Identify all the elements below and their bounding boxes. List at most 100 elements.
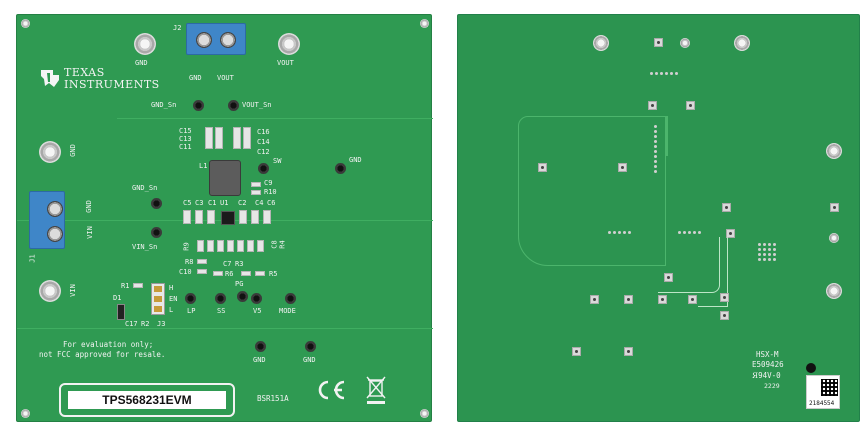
via-array [758, 243, 776, 261]
board-revision: BSR151A [257, 394, 289, 403]
net-label: GND [68, 144, 77, 157]
inductor-l1 [209, 160, 241, 196]
weee-bin-icon [366, 376, 386, 404]
sense-trace [698, 237, 728, 307]
ref-label: C7 [223, 260, 232, 268]
terminal-block-j1 [29, 191, 65, 249]
through-hole [829, 233, 839, 243]
ref-label: C3 [195, 199, 204, 207]
data-matrix-icon [821, 379, 838, 396]
resistor [257, 240, 264, 252]
capacitor [195, 210, 203, 224]
net-label: GND_Sn [151, 101, 177, 109]
resistor [217, 240, 224, 252]
via-pad [658, 295, 667, 304]
via-pad [688, 295, 697, 304]
test-point-vout-sn [228, 100, 239, 111]
ref-label: C5 [183, 199, 192, 207]
screw-icon [196, 32, 212, 48]
test-point-gnd-sn [151, 198, 162, 209]
ref-label: C2 [238, 199, 247, 207]
net-label: PG [235, 280, 244, 288]
terminal-block-j2 [186, 23, 246, 55]
serial-label: 2184554 [806, 375, 840, 409]
test-point-ss [215, 293, 226, 304]
ref-label: L1 [199, 162, 208, 170]
via-pad [664, 273, 673, 282]
screw-icon [220, 32, 236, 48]
ref-label: C10 [179, 268, 192, 276]
header-pin [154, 306, 162, 312]
label-code: 2184554 [809, 400, 835, 407]
ul-logo-icon: Я [752, 371, 759, 380]
via-pad [624, 295, 633, 304]
ref-label: R5 [269, 270, 278, 278]
mounting-hole [420, 409, 429, 418]
net-label: GND [189, 74, 202, 82]
ref-label: C17 [125, 320, 138, 328]
test-point-sw [258, 163, 269, 174]
j2-label: J2 [173, 24, 182, 32]
j1-label: J1 [28, 254, 37, 263]
via-pad [722, 203, 731, 212]
capacitor [251, 210, 259, 224]
section-divider [17, 328, 433, 329]
test-point-gnd [305, 341, 316, 352]
jumper-label: H [169, 284, 174, 292]
resistor [237, 240, 244, 252]
capacitor [243, 127, 251, 149]
via-array [650, 72, 678, 75]
net-label: SW [273, 157, 282, 165]
resistor [197, 259, 207, 264]
net-label: GND [135, 59, 148, 67]
banana-jack-vin [39, 280, 61, 302]
capacitor [233, 127, 241, 149]
via-pad [624, 347, 633, 356]
via-pad [618, 163, 627, 172]
via-array [608, 231, 631, 234]
ref-label: R1 [121, 282, 130, 290]
test-point-mode [285, 293, 296, 304]
ref-label: C6 [267, 199, 276, 207]
ic-u1 [221, 211, 235, 225]
test-point-v5 [251, 293, 262, 304]
net-label: V5 [253, 307, 262, 315]
ref-label: C8 [270, 240, 279, 249]
ref-label: D1 [113, 294, 122, 302]
section-divider [117, 118, 433, 119]
diode-d1 [117, 304, 125, 320]
net-label: MODE [279, 307, 296, 315]
mounting-hole [420, 19, 429, 28]
ref-label: U1 [220, 199, 229, 207]
ref-label: R9 [182, 242, 191, 251]
ref-label: R6 [225, 270, 234, 278]
header-pin [154, 286, 162, 292]
via-pad [648, 101, 657, 110]
screw-icon [47, 226, 63, 242]
ref-label: C9 [264, 179, 273, 187]
resistor [227, 240, 234, 252]
test-point-vin-sn [151, 227, 162, 238]
banana-jack-vout [278, 33, 300, 55]
resistor [213, 271, 223, 276]
net-label: VIN_Sn [132, 243, 158, 251]
net-label: GND_Sn [132, 184, 158, 192]
via-pad [726, 229, 735, 238]
mounting-hole [21, 409, 30, 418]
through-hole [734, 35, 750, 51]
copper-pour-outline [518, 116, 666, 266]
resistor [133, 283, 143, 288]
product-name-box: TPS568231EVM [59, 383, 235, 417]
banana-jack-gnd [39, 141, 61, 163]
resistor [241, 271, 251, 276]
capacitor [207, 210, 215, 224]
marking-line-4: 2229 [764, 382, 780, 390]
brand-line-1: TEXAS [64, 66, 105, 79]
resistor [207, 240, 214, 252]
ul-marking: Я94V-0 [752, 371, 781, 380]
resistor [247, 240, 254, 252]
via-pad [654, 38, 663, 47]
trace-outline [666, 116, 668, 156]
net-label: LP [187, 307, 196, 315]
test-point-gnd [255, 341, 266, 352]
